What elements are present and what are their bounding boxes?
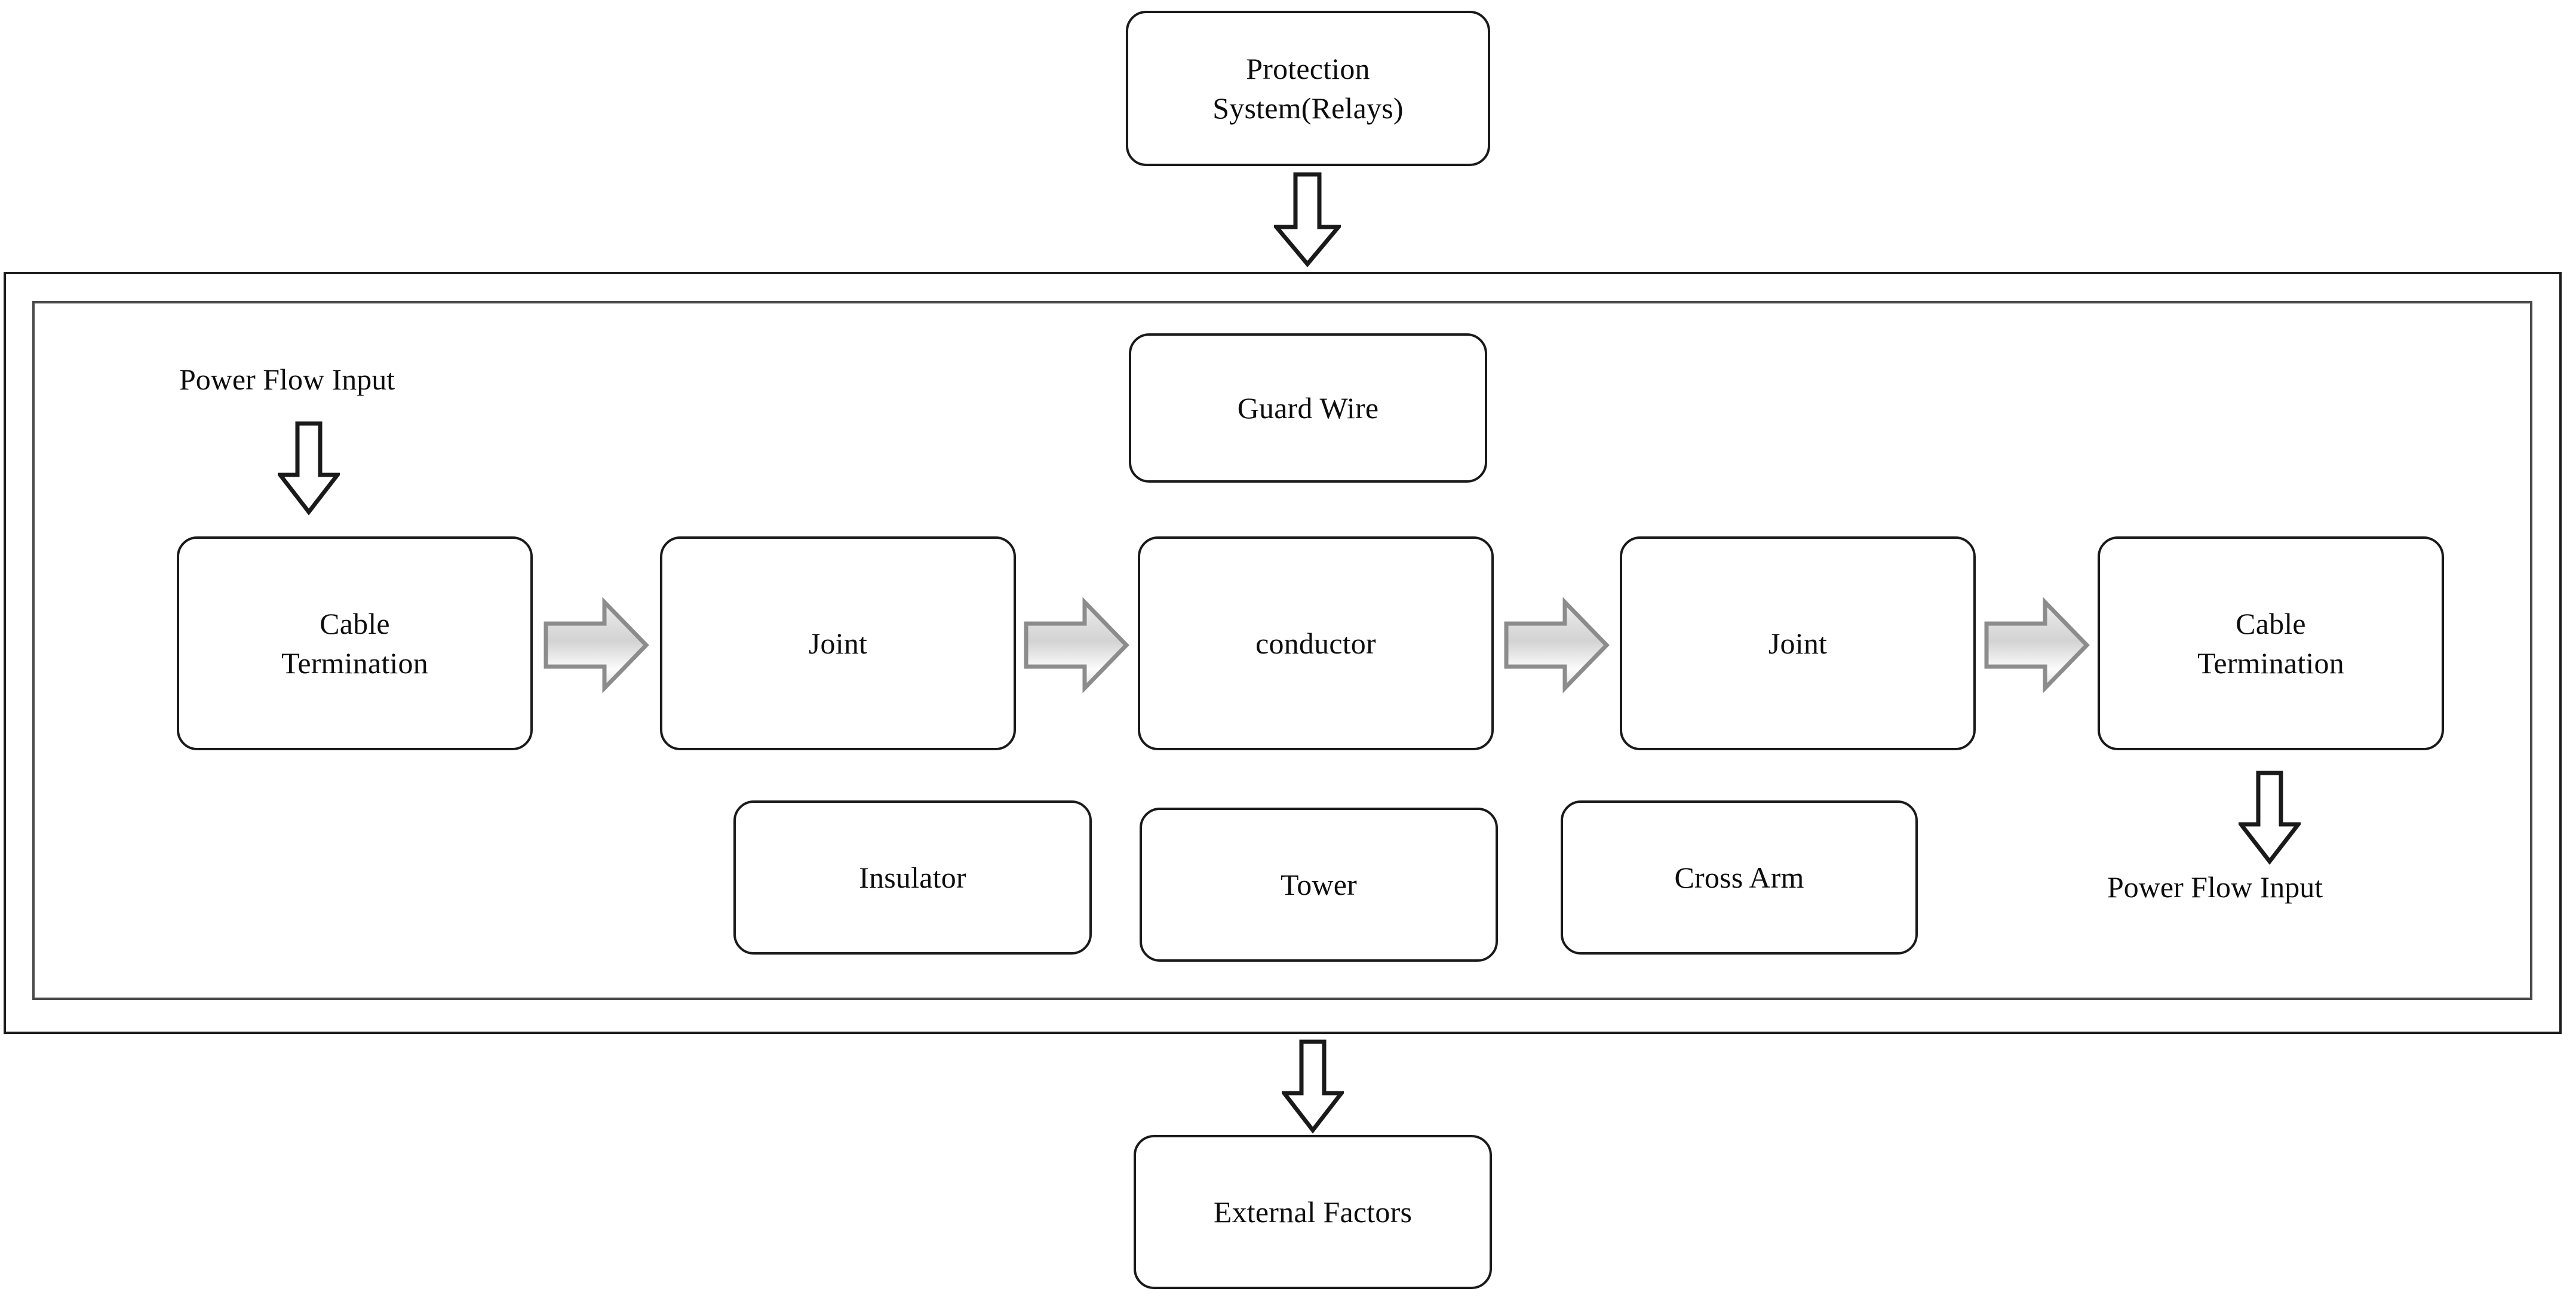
system-boundary-inner: [32, 301, 2532, 1000]
node-cable-termination-right: Cable Termination: [2098, 536, 2444, 750]
node-external-factors: External Factors: [1134, 1135, 1492, 1289]
node-cable-termination-right-line2: Termination: [2197, 646, 2344, 680]
node-protection-system-line1: Protection: [1246, 52, 1370, 85]
node-joint-right: Joint: [1620, 536, 1976, 750]
label-power-flow-input-right: Power Flow Input: [2107, 870, 2323, 904]
node-external-factors-label: External Factors: [1213, 1195, 1413, 1229]
arrow-chain-3: [1503, 597, 1610, 693]
node-conductor: conductor: [1138, 536, 1494, 750]
node-protection-system-line2: System(Relays): [1212, 91, 1404, 125]
arrow-chain-4: [1983, 597, 2090, 693]
node-guard-wire-label: Guard Wire: [1237, 391, 1379, 425]
node-cross-arm: Cross Arm: [1561, 800, 1918, 955]
node-cable-termination-left: Cable Termination: [177, 536, 533, 750]
node-insulator-label: Insulator: [859, 861, 966, 894]
arrow-power-flow-out: [2239, 771, 2301, 865]
arrow-frame-to-external: [1282, 1039, 1344, 1134]
arrow-chain-1: [542, 597, 650, 693]
node-joint-right-label: Joint: [1768, 627, 1828, 660]
node-joint-left-label: Joint: [808, 627, 868, 660]
label-power-flow-input-left: Power Flow Input: [179, 363, 395, 396]
system-boundary-outer: [4, 272, 2562, 1034]
node-joint-left: Joint: [660, 536, 1016, 750]
node-insulator: Insulator: [733, 800, 1092, 955]
node-cable-termination-left-line2: Termination: [281, 646, 428, 680]
node-cable-termination-left-line1: Cable: [320, 607, 390, 640]
arrow-power-flow-in: [278, 421, 340, 516]
node-cable-termination-right-line1: Cable: [2236, 607, 2306, 640]
node-cross-arm-label: Cross Arm: [1674, 861, 1804, 894]
arrow-protection-to-frame: [1274, 172, 1341, 268]
arrow-chain-2: [1023, 597, 1130, 693]
node-conductor-label: conductor: [1255, 627, 1376, 660]
node-tower-label: Tower: [1280, 868, 1357, 901]
node-tower: Tower: [1140, 808, 1498, 962]
node-protection-system: Protection System(Relays): [1126, 11, 1490, 166]
node-guard-wire: Guard Wire: [1129, 333, 1487, 483]
